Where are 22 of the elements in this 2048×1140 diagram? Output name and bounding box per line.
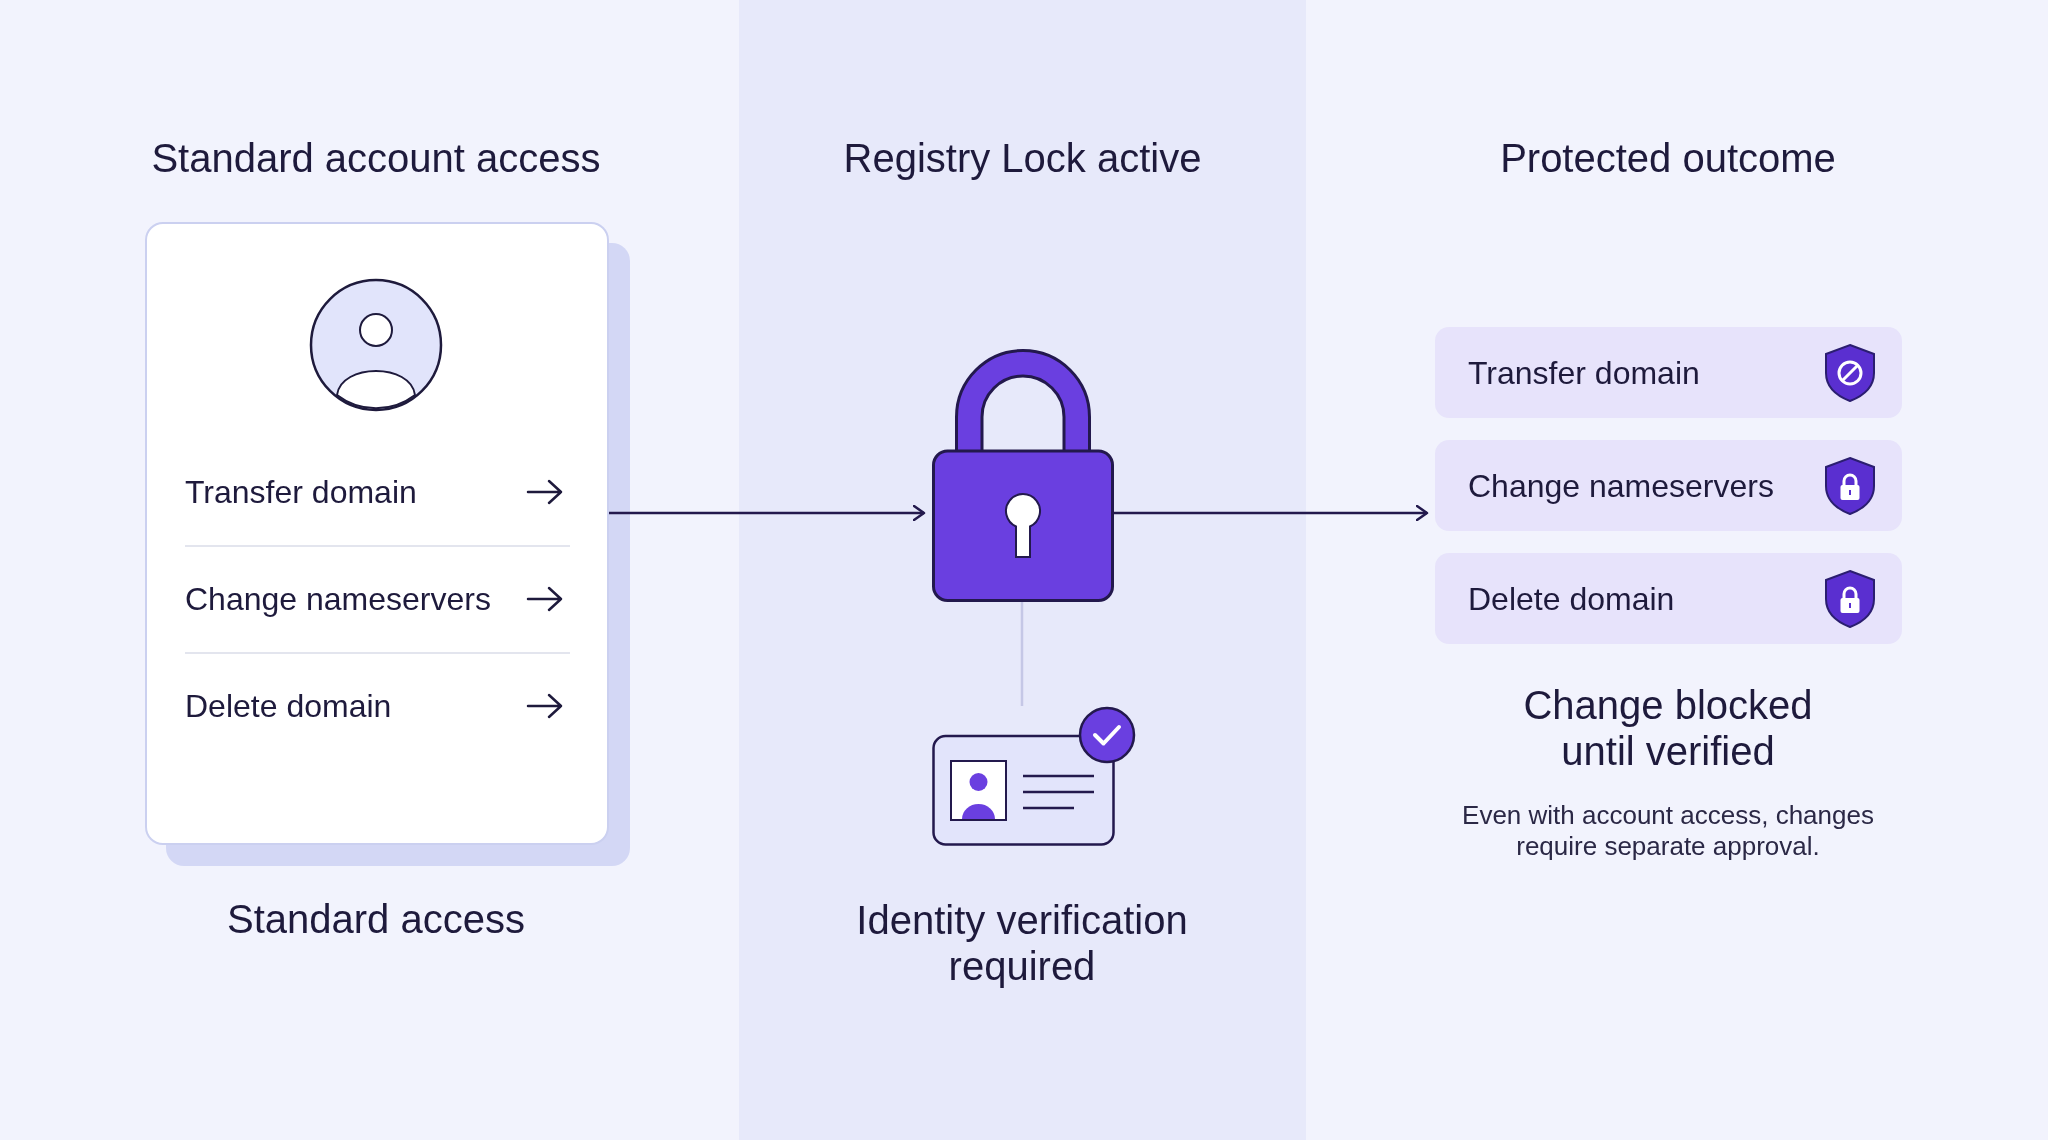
padlock-illustration bbox=[932, 349, 1114, 602]
action-label: Change nameservers bbox=[1468, 467, 1774, 504]
connector-line bbox=[1020, 602, 1024, 706]
action-card bbox=[1435, 553, 1902, 644]
id-card-illustration bbox=[932, 706, 1137, 846]
caption-text: Standard access bbox=[227, 897, 525, 941]
list-item-text: Change nameservers bbox=[185, 581, 491, 617]
action-label: Transfer domain bbox=[1468, 354, 1700, 391]
column-heading: Protected outcome bbox=[1500, 136, 1836, 180]
list-item-text: Transfer domain bbox=[185, 474, 417, 510]
caption-text: Identity verification required bbox=[856, 898, 1188, 988]
note-text: Even with account access, changes require separate approval. bbox=[1462, 800, 1874, 861]
arrow bbox=[1114, 504, 1429, 522]
column-heading: Standard account access bbox=[151, 136, 601, 180]
status-heading: Change blocked until verified bbox=[1523, 683, 1813, 773]
arrow bbox=[609, 504, 926, 522]
action-card bbox=[1435, 327, 1902, 418]
action-label: Delete domain bbox=[1468, 580, 1675, 617]
action-card bbox=[1435, 440, 1902, 531]
list-item-text: Delete domain bbox=[185, 688, 392, 724]
column-heading: Registry Lock active bbox=[843, 136, 1202, 180]
column-panel bbox=[739, 0, 1306, 1140]
